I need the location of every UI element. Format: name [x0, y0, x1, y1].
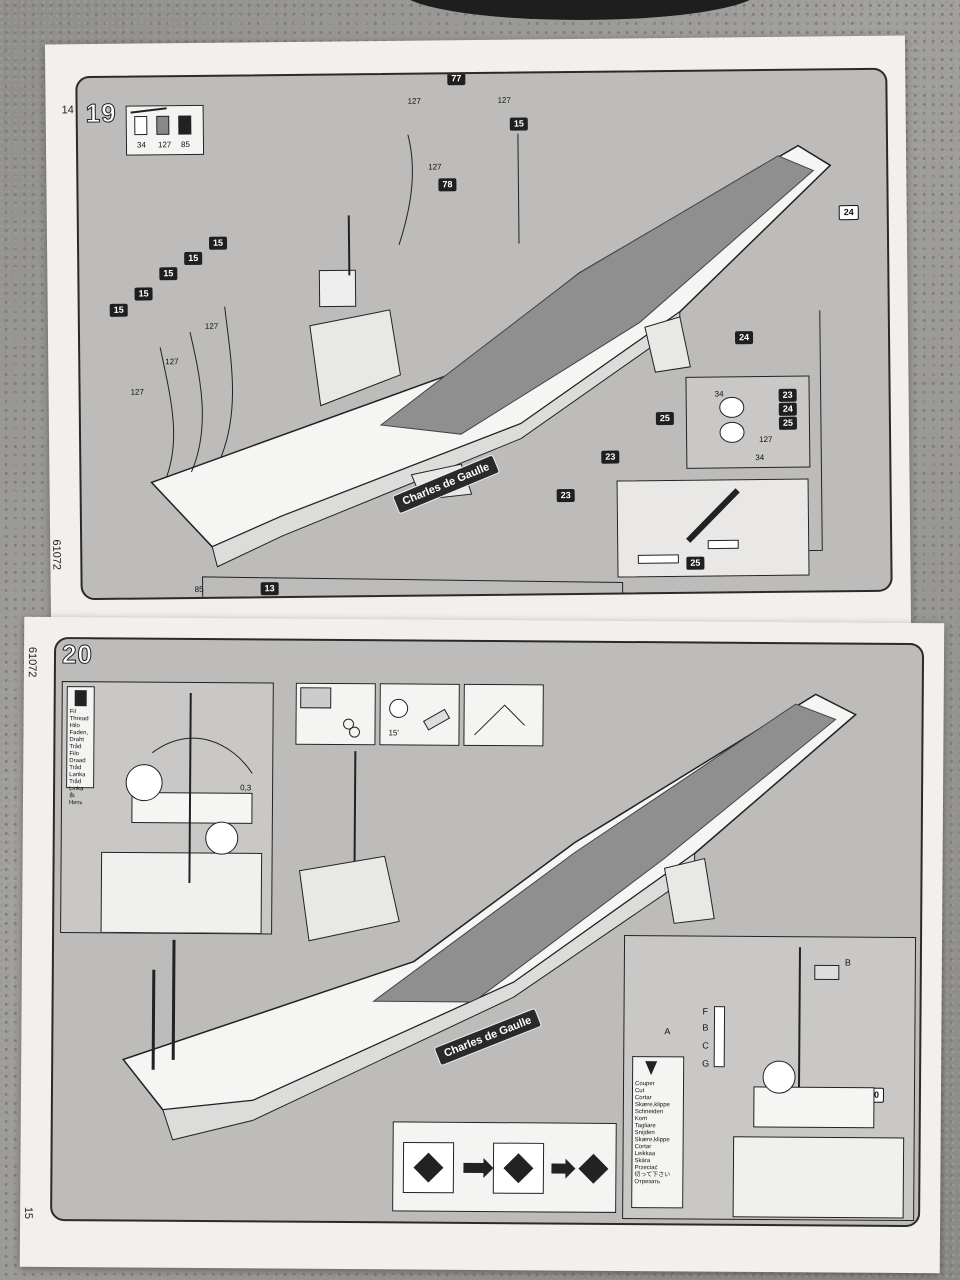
callout-24a: 24	[838, 205, 859, 221]
callout-15b: 15	[208, 236, 228, 250]
hand-icon	[474, 704, 525, 736]
detail-tag-25: 25	[778, 416, 798, 430]
callout-127b: 127	[497, 95, 511, 105]
callout-85: 85	[194, 584, 204, 594]
flag-fold-steps	[392, 1121, 617, 1213]
callout-127c: 127	[428, 162, 442, 172]
apply-step	[463, 683, 544, 747]
callout-25a: 25	[655, 411, 674, 426]
cut-step	[295, 682, 376, 746]
cut-legend: Couper Cut Cortar Skære,klippe Schneiden…	[631, 1056, 685, 1209]
step-20-panel: 20 Fil Thread Hilo Faden, Draht Tråd Fil…	[50, 637, 925, 1228]
reel-icon	[719, 396, 745, 443]
paint-pot-icons	[130, 107, 192, 136]
thread-spool-icon	[74, 690, 87, 707]
finished-carrier-drawing	[121, 693, 857, 1141]
product-code: 61072	[25, 646, 39, 678]
stopwatch-icon	[389, 698, 451, 731]
knife-detail: 25	[616, 478, 810, 578]
fold-diagram	[402, 1141, 609, 1194]
callout-127f: 127	[130, 387, 144, 397]
callout-127a: 127	[407, 96, 421, 106]
callout-77: 77	[447, 72, 466, 86]
page-number: 14	[61, 104, 74, 117]
callout-23b: 23	[556, 488, 575, 503]
callout-15f: 15	[109, 303, 128, 317]
callout-23a: 23	[601, 450, 620, 464]
callout-24b: 24	[734, 331, 754, 345]
step-19-panel: 19 34 127 85	[75, 67, 893, 601]
instruction-page-14: 14 61072 19 34 127 85	[44, 35, 912, 635]
instruction-page-15: 61072 15 20 Fil Thread Hilo Faden, Draht…	[19, 616, 945, 1274]
callout-15e: 15	[134, 287, 153, 301]
callout-127e: 127	[165, 357, 179, 367]
callout-15a: 15	[509, 117, 528, 131]
page-number: 15	[22, 1206, 35, 1220]
dark-object	[400, 0, 760, 20]
detail-tag-23: 23	[778, 388, 797, 402]
callout-78: 78	[438, 178, 457, 192]
hobby-knife-icon	[637, 488, 740, 564]
callout-15c: 15	[184, 251, 203, 266]
cut-icon	[645, 1061, 658, 1076]
mast-flags-drawing	[713, 947, 905, 1219]
callout-13: 13	[260, 582, 279, 596]
thread-legend: Fil Thread Hilo Faden, Draht Tråd Filo D…	[66, 686, 95, 806]
product-code: 61072	[50, 539, 63, 571]
detail-tag-24: 24	[778, 402, 797, 416]
callout-15d: 15	[159, 267, 178, 281]
paint-legend: 34 127 85	[125, 104, 205, 156]
scissors-icon	[300, 687, 360, 738]
rigging-detail: Fil Thread Hilo Faden, Draht Tråd Filo D…	[60, 681, 274, 935]
cable-reel-detail: 34 127 34 23 24 25	[685, 375, 811, 469]
wait-step: 15'	[379, 683, 460, 746]
mast-rigging-drawing	[100, 692, 263, 934]
flag-detail: F B C G A B 40 Couper Cut Cortar Skære,k…	[622, 934, 917, 1222]
callout-127d: 127	[204, 321, 219, 331]
